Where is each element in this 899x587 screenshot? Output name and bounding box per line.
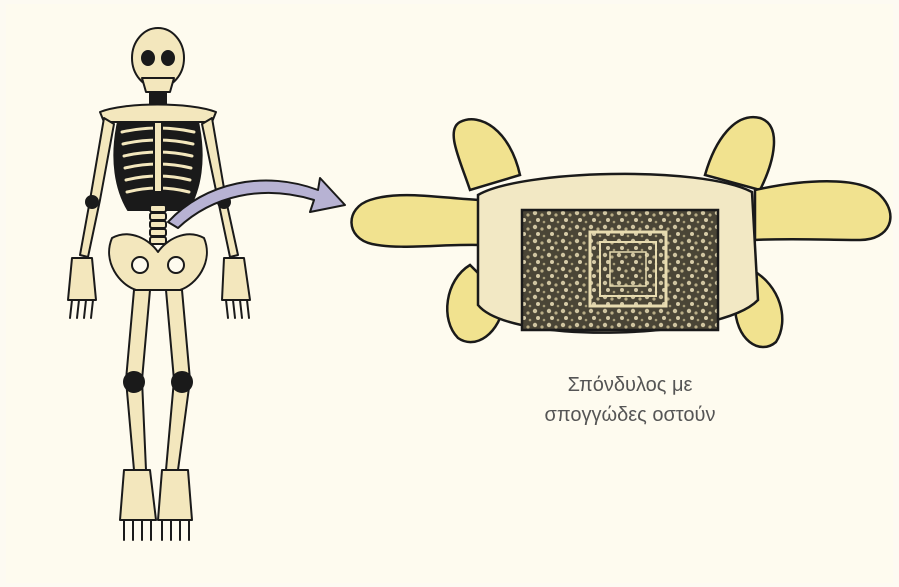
left-superior-process [454,119,520,190]
left-transverse-process [351,195,480,247]
right-superior-process [705,117,774,190]
caption-line-2: σπογγώδες οστούν [500,400,760,430]
caption-line-1: Σπόνδυλος με [500,370,760,400]
vertebra-caption: Σπόνδυλος με σπογγώδες οστούν [500,370,760,430]
right-transverse-process [755,181,890,240]
